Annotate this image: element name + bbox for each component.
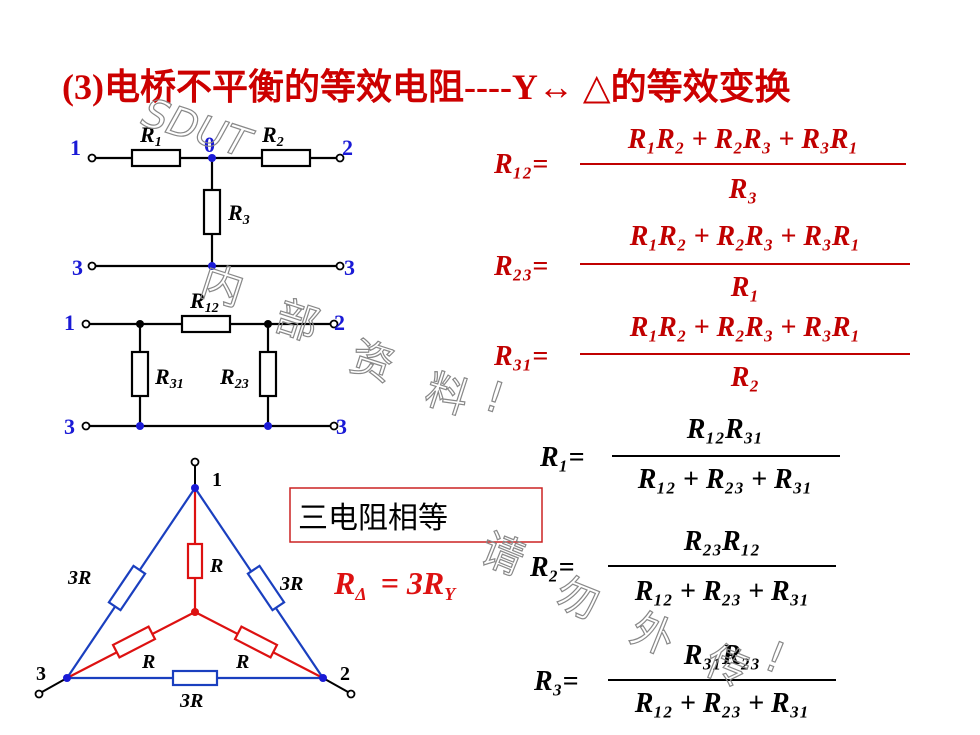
tri-terminal-1 <box>190 457 200 467</box>
tri-label-1: 1 <box>212 469 222 491</box>
formula-r31-numerator: R₁R₂ + R₂R₃ + R₃R₁ <box>629 312 861 343</box>
formula-r3-numerator: R₃₁R₂₃ <box>683 640 760 671</box>
formula-r1-denominator: R₁₂ + R₂₃ + R₃₁ <box>637 464 813 495</box>
note-box <box>289 487 543 543</box>
tri-ry-top-label: R <box>209 555 223 577</box>
tri-terminal-3 <box>34 689 44 699</box>
watermark-char-10: ! <box>758 631 792 683</box>
delta-label-1: 1 <box>64 310 75 335</box>
delta-circuit <box>86 314 334 428</box>
delta-label-3-left: 3 <box>64 414 75 439</box>
tri-label-2: 2 <box>340 663 350 685</box>
delta-node-bottom-left <box>136 422 144 430</box>
y-terminal-3-left <box>87 261 97 271</box>
tri-rd-bottom-label: 3R <box>179 690 203 712</box>
delta-node-top-right <box>264 320 272 328</box>
tri-ry-left-label: R <box>141 651 155 673</box>
y-bottom-node <box>208 262 216 270</box>
y-label-2: 2 <box>342 135 353 160</box>
formula-r3-lhs: R₃= <box>533 666 578 697</box>
formula-r23-numerator: R₁R₂ + R₂R₃ + R₃R₁ <box>629 221 861 252</box>
delta-label-r31: R31 <box>154 364 184 392</box>
formula-r2-denominator: R₁₂ + R₂₃ + R₃₁ <box>634 576 810 607</box>
watermark-char-8: 外 <box>624 604 681 665</box>
tri-node-2 <box>319 674 327 682</box>
delta-node-bottom-right <box>264 422 272 430</box>
tri-label-3: 3 <box>36 663 46 685</box>
delta-label-3-right: 3 <box>336 414 347 439</box>
watermark-char-2: 部 <box>270 291 325 351</box>
watermark-char-4: 料 <box>420 364 475 424</box>
formula-r31-denominator: R₂ <box>730 362 759 393</box>
formula-r12-denominator: R₃ <box>728 174 757 205</box>
triangle-delta-wires <box>66 487 324 687</box>
triangle-star-wires <box>66 488 324 679</box>
y-terminal-1 <box>87 153 97 163</box>
delta-label-r23: R23 <box>219 364 249 392</box>
delta-terminal-1 <box>81 319 91 329</box>
y-terminal-2 <box>335 153 345 163</box>
delta-terminal-3-right <box>329 421 339 431</box>
y-label-0: 0 <box>204 132 215 157</box>
note-text: 三电阻相等 <box>298 501 448 536</box>
formula-r31: R₃₁= R₁R₂ + R₂R₃ + R₃R₁ R₂ <box>493 312 910 393</box>
y-label-1: 1 <box>70 135 81 160</box>
formula-r12: R₁₂= R₁R₂ + R₂R₃ + R₃R₁ R₃ <box>493 124 906 205</box>
formula-r3: R₃= R₃₁R₂₃ R₁₂ + R₂₃ + R₃₁ <box>533 640 836 719</box>
formula-r3-denominator: R₁₂ + R₂₃ + R₃₁ <box>634 688 810 719</box>
formula-r23: R₂₃= R₁R₂ + R₂R₃ + R₃R₁ R₁ <box>493 221 910 303</box>
formula-r12-numerator: R₁R₂ + R₂R₃ + R₃R₁ <box>627 124 859 155</box>
y-center-node <box>208 154 216 162</box>
watermark-char-5: ! <box>479 371 510 423</box>
formula-r2-numerator: R₂₃R₁₂ <box>683 526 760 557</box>
y-label-r1: R1 <box>139 122 162 150</box>
watermark-char-3: 资 <box>345 331 400 391</box>
tri-center-node <box>191 608 199 616</box>
delta-label-r12: R12 <box>189 288 219 316</box>
delta-terminal-3-left <box>81 421 91 431</box>
tri-node-1 <box>191 484 199 492</box>
formula-r2: R₂= R₂₃R₁₂ R₁₂ + R₂₃ + R₃₁ <box>529 526 836 607</box>
formula-r23-denominator: R₁ <box>730 272 759 303</box>
formula-r12-lhs: R₁₂= <box>493 149 548 180</box>
y-circuit <box>92 148 340 268</box>
page-title: (3)电桥不平衡的等效电阻----Y↔ △的等效变换 <box>62 67 791 107</box>
formula-r2-lhs: R₂= <box>529 552 574 583</box>
y-label-3-left: 3 <box>72 255 83 280</box>
y-label-r2: R2 <box>261 122 284 150</box>
formula-r23-lhs: R₂₃= <box>493 251 548 282</box>
tri-ry-right-label: R <box>235 651 249 673</box>
delta-node-top-left <box>136 320 144 328</box>
delta-label-2: 2 <box>334 310 345 335</box>
delta-terminal-2 <box>329 319 339 329</box>
formula-r1-lhs: R₁= <box>539 442 584 473</box>
tri-node-3 <box>63 674 71 682</box>
y-terminal-3-right <box>335 261 345 271</box>
y-label-r3: R3 <box>227 200 250 228</box>
tri-rd-left-label: 3R <box>67 567 91 589</box>
formula-r1: R₁= R₁₂R₃₁ R₁₂ + R₂₃ + R₃₁ <box>539 414 840 495</box>
relation-text: RΔ= 3RY <box>333 565 457 604</box>
formula-r31-lhs: R₃₁= <box>493 341 548 372</box>
formula-r1-numerator: R₁₂R₃₁ <box>686 414 763 445</box>
y-label-3-right: 3 <box>344 255 355 280</box>
tri-rd-right-label: 3R <box>279 573 303 595</box>
tri-terminal-2 <box>346 689 356 699</box>
